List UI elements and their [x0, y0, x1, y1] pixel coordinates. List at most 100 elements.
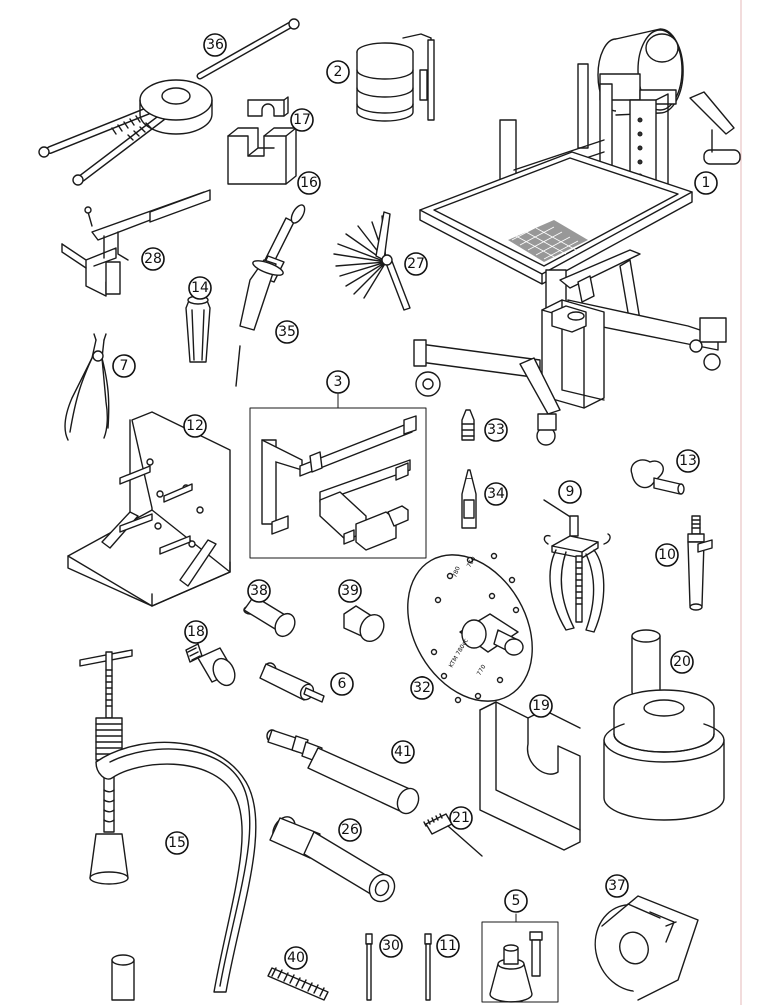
- tool-40-threaded-rod: [267, 967, 329, 1001]
- badge-20: 20: [670, 650, 694, 674]
- badge-39: 39: [338, 579, 362, 603]
- badge-3: 3: [326, 370, 350, 394]
- tool-9-bearing-puller: [543, 499, 611, 633]
- tool-26-socket: [269, 816, 396, 903]
- badge-1-label: 1: [702, 175, 711, 191]
- tool-32-degree-disc: 780 760 KTM 780cc 770: [407, 552, 533, 704]
- tool-38-pressing-tool: [243, 595, 296, 638]
- plate-marking-780: 780: [451, 565, 462, 578]
- badge-7-label: 7: [120, 358, 129, 374]
- badge-30: 30: [379, 934, 403, 958]
- badge-37-label: 37: [608, 878, 626, 894]
- tool-7-circlip-pliers: [64, 333, 110, 441]
- badge-2: 2: [326, 60, 350, 84]
- badge-26-label: 26: [341, 822, 359, 838]
- badge-20-label: 20: [673, 654, 691, 670]
- badge-7: 7: [112, 354, 136, 378]
- tool-20-press-bell: [603, 629, 725, 821]
- badge-39-label: 39: [341, 583, 359, 599]
- badge-3-label: 3: [334, 374, 343, 390]
- tool-13-knob-bolt: [630, 459, 685, 495]
- tool-12-angle-plate: [67, 411, 231, 607]
- tool-11-pin: [424, 933, 432, 1001]
- badge-17: 17: [290, 108, 314, 132]
- badge-40: 40: [284, 946, 308, 970]
- badge-12: 12: [183, 414, 207, 438]
- badge-1: 1: [694, 171, 718, 195]
- badge-30-label: 30: [382, 938, 400, 954]
- badge-5-label: 5: [512, 893, 521, 909]
- tool-16-holding-block: [227, 127, 297, 185]
- tool-19-holding-plate: [479, 701, 581, 851]
- badge-33-label: 33: [487, 422, 505, 438]
- badge-12-label: 12: [186, 418, 204, 434]
- badge-34-label: 34: [487, 486, 505, 502]
- tool-5-kit: [481, 913, 559, 1003]
- badge-9-label: 9: [566, 484, 575, 500]
- badge-27-label: 27: [407, 256, 425, 272]
- badge-35: 35: [275, 320, 299, 344]
- badge-16-label: 16: [300, 175, 318, 191]
- badge-15: 15: [165, 831, 189, 855]
- badge-13: 13: [676, 449, 700, 473]
- tool-15-clamp-press: [79, 649, 257, 1001]
- badge-33: 33: [484, 418, 508, 442]
- tool-37-cup: [594, 895, 699, 1001]
- badge-32-label: 32: [413, 680, 431, 696]
- badge-41: 41: [391, 740, 415, 764]
- tool-6-drift: [259, 662, 325, 703]
- tool-33-bottle: [461, 409, 475, 441]
- badge-2-label: 2: [334, 64, 343, 80]
- badge-11-label: 11: [439, 938, 457, 954]
- badge-5: 5: [504, 889, 528, 913]
- badge-14: 14: [188, 276, 212, 300]
- badge-28-label: 28: [144, 251, 162, 267]
- badge-10-label: 10: [658, 547, 676, 563]
- badge-18-label: 18: [187, 624, 205, 640]
- badge-13-label: 13: [679, 453, 697, 469]
- badge-16: 16: [297, 171, 321, 195]
- badge-38: 38: [247, 579, 271, 603]
- badge-28: 28: [141, 247, 165, 271]
- badge-38-label: 38: [250, 583, 268, 599]
- tool-27-feeler-gauge: [333, 211, 411, 311]
- badge-21: 21: [449, 806, 473, 830]
- badge-9: 9: [558, 480, 582, 504]
- tool-30-pin: [365, 933, 373, 1001]
- badge-11: 11: [436, 934, 460, 958]
- badge-14-label: 14: [191, 280, 209, 296]
- tool-21-gear-tool: [423, 813, 483, 857]
- tool-36-flywheel-puller: [38, 18, 300, 186]
- badge-32: 32: [410, 676, 434, 700]
- badge-36-label: 36: [206, 37, 224, 53]
- tool-14-sleeve: [185, 295, 211, 363]
- plate-marking-770: 770: [476, 663, 488, 677]
- tray-mesh: [508, 220, 588, 262]
- tool-17-spacer: [247, 96, 289, 117]
- badge-19: 19: [529, 694, 553, 718]
- tool-35-pressure-tester: [235, 204, 306, 387]
- badge-37: 37: [605, 874, 629, 898]
- tool-34-threadlocker: [461, 469, 477, 529]
- badge-6: 6: [330, 672, 354, 696]
- tool-28-holding-fixture: [61, 189, 211, 297]
- tool-41-drift: [266, 729, 420, 815]
- badge-18: 18: [184, 620, 208, 644]
- badge-26: 26: [338, 818, 362, 842]
- badge-21-label: 21: [452, 810, 470, 826]
- badge-34: 34: [484, 482, 508, 506]
- tool-3-tool-set: [249, 393, 427, 559]
- badge-19-label: 19: [532, 698, 550, 714]
- tool-10-slide-hammer: [687, 515, 713, 611]
- badge-27: 27: [404, 252, 428, 276]
- tool-2-ring-compressor: [356, 33, 435, 122]
- tool-1-engine-stand: [413, 28, 741, 446]
- plate-marking-760: 760: [466, 555, 478, 569]
- badge-36: 36: [203, 33, 227, 57]
- badge-15-label: 15: [168, 835, 186, 851]
- badge-35-label: 35: [278, 324, 296, 340]
- tool-18-adapter: [185, 643, 236, 687]
- badge-17-label: 17: [293, 112, 311, 128]
- badge-40-label: 40: [287, 950, 305, 966]
